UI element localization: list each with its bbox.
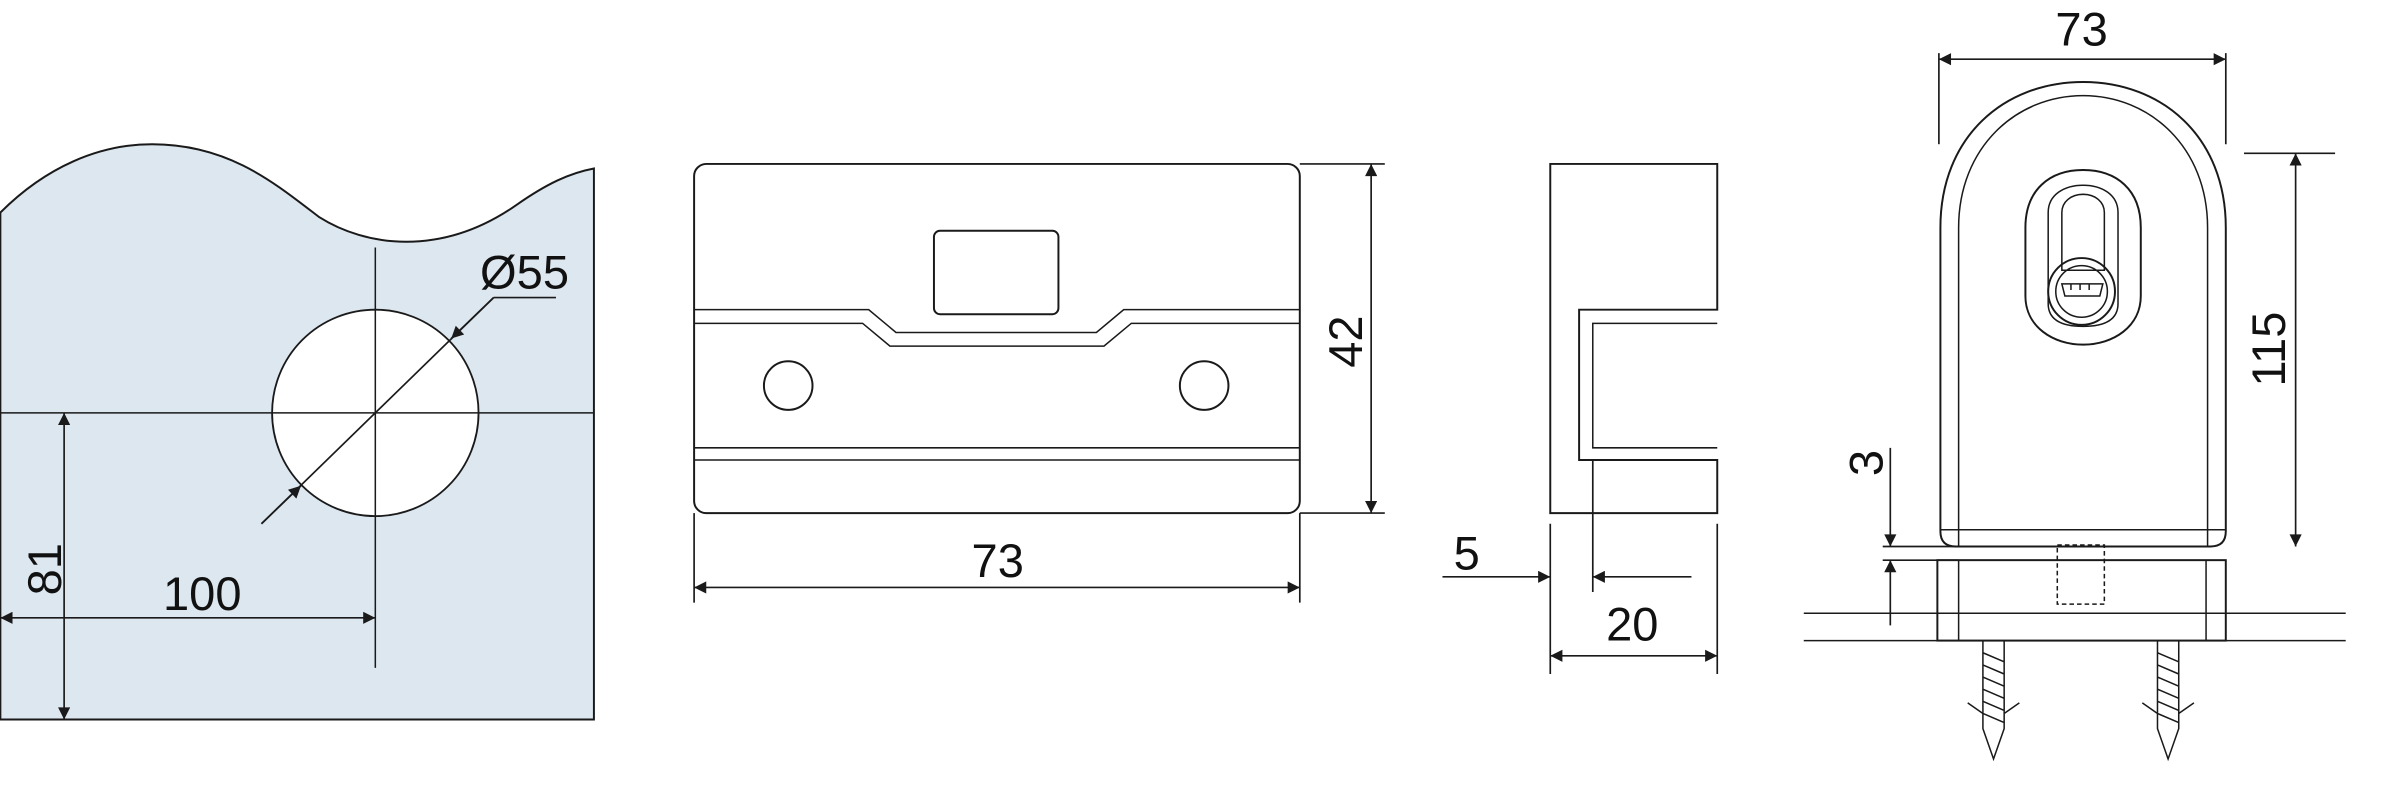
profile-line — [694, 322, 1300, 347]
dim-label-100: 100 — [163, 567, 242, 620]
diameter-arrow — [260, 485, 302, 525]
lock-body-inner — [1957, 94, 2209, 547]
hidden-bolt — [2056, 544, 2106, 605]
dim-label-5: 5 — [1454, 526, 1480, 579]
lock-body-outline — [1939, 80, 2227, 548]
body-outline — [693, 162, 1301, 515]
screw-hole — [1178, 360, 1230, 411]
dim-label-3: 3 — [1840, 450, 1893, 476]
front-view: 42 73 — [693, 162, 1385, 603]
dim-label-81: 81 — [18, 543, 71, 595]
window-cutout — [932, 229, 1060, 316]
diameter-label: Ø55 — [480, 245, 569, 298]
dim-label-115: 115 — [2242, 312, 2295, 387]
channel-line — [1592, 322, 1718, 449]
profile-line — [694, 308, 1300, 334]
dim-label-73-top: 73 — [2055, 3, 2107, 56]
screw-anchor-icon — [2141, 640, 2195, 762]
screw-hole — [762, 360, 814, 411]
base-plate — [1936, 559, 2227, 642]
dim-label-42: 42 — [1319, 315, 1372, 367]
diameter-arrow — [450, 296, 495, 340]
lock-cylinder-icon — [2024, 169, 2142, 346]
glass-cutout-view: Ø55 81 100 — [0, 143, 595, 721]
screw-anchor-icon — [1967, 640, 2020, 762]
side-outline — [1549, 162, 1719, 515]
dim-label-20: 20 — [1606, 598, 1658, 651]
side-view: 5 20 — [1442, 162, 1719, 675]
dim-label-73: 73 — [972, 534, 1024, 587]
lock-view: 73 115 3 — [1803, 3, 2346, 762]
